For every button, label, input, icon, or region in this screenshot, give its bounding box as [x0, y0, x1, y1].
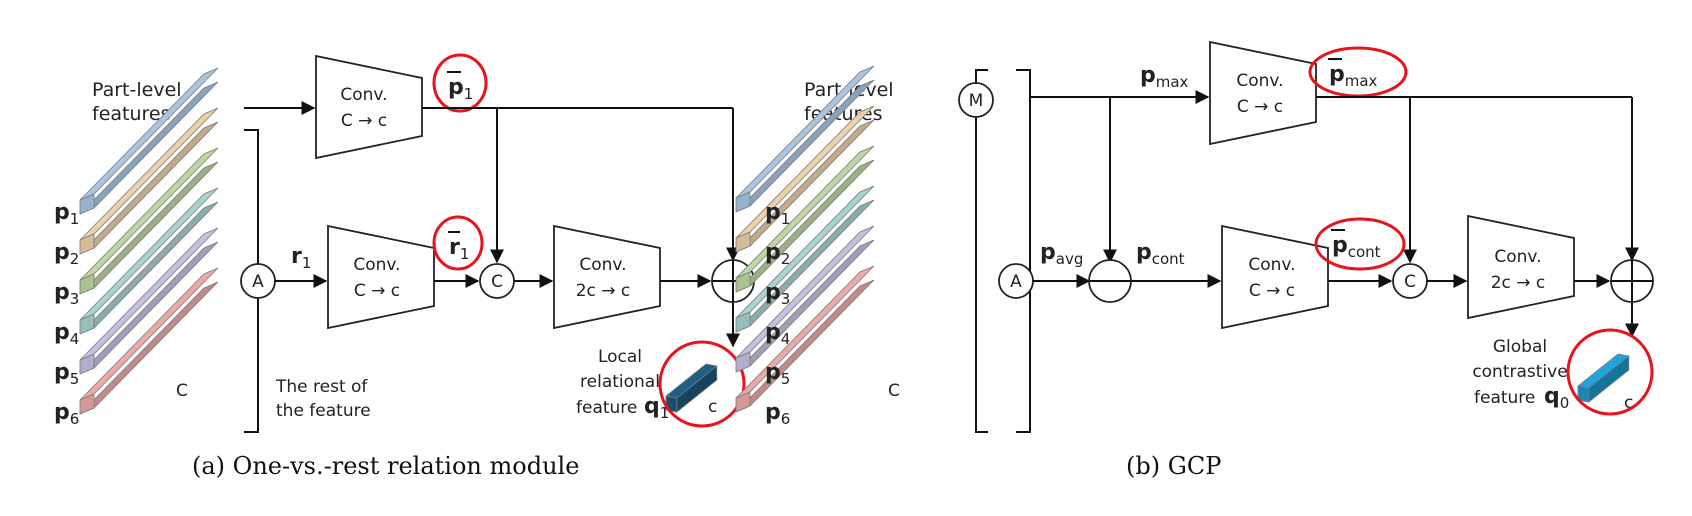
conv-top-b-line1: Conv.: [1236, 71, 1283, 91]
part-b-bar-4-end: [735, 311, 751, 333]
output-label-b-line2: contrastive: [1472, 362, 1567, 382]
conv-top-b-line2: C → c: [1237, 97, 1283, 117]
part-label-p2-a: p2: [54, 240, 79, 268]
max-bracket-b: [975, 69, 988, 433]
output-label-a-line3: feature: [576, 398, 637, 418]
output-label-a-line2: relational: [580, 372, 660, 392]
conv-block-mid-b: [1221, 224, 1329, 330]
p-avg-label-b: pavg: [1040, 240, 1083, 268]
conv-block-out-b: [1467, 214, 1575, 320]
part-feature-stack-a: [79, 67, 219, 415]
part-feature-stack-b: [735, 65, 875, 413]
caption-b: (b) GCP: [1126, 452, 1221, 480]
part-a-bar-3-end: [79, 273, 95, 295]
part-a-bar-6-end: [79, 393, 95, 415]
concat-node-b-label: C: [1404, 272, 1416, 292]
part-label-p6-a: p6: [54, 400, 79, 428]
conv-mid-b-line1: Conv.: [1248, 255, 1295, 275]
p-cont-bar-label-b: pcont: [1332, 233, 1381, 261]
part-label-p6-b: p6: [765, 400, 790, 428]
max-pool-node-b-label: M: [969, 91, 984, 111]
part-features-label-a-line2: features: [92, 103, 171, 125]
input-bracket-b: [1016, 69, 1031, 433]
highlight-p-cont-bar-b: [1314, 217, 1406, 271]
channel-label-a: C: [176, 381, 188, 401]
part-b-bar-3-end: [735, 271, 751, 293]
conv-top-a-line2: C → c: [341, 111, 387, 131]
part-label-p4-a: p4: [54, 320, 79, 348]
highlight-output-a: [658, 340, 746, 428]
concat-node-a-label: C: [491, 272, 503, 292]
part-a-bar-4-end: [79, 313, 95, 335]
output-label-b-line3: feature: [1474, 388, 1535, 408]
p-cont-label-b: pcont: [1136, 240, 1185, 268]
part-label-p1-b: p1: [765, 200, 790, 228]
highlight-p1-bar-a: [432, 53, 488, 113]
output-symbol-a: q1: [644, 394, 669, 422]
part-label-p4-b: p4: [765, 320, 790, 348]
part-b-bar-5-top: [735, 225, 875, 359]
conv-out-a-line1: Conv.: [579, 255, 626, 275]
panel-b: Part-level features C p1 p2 p3 p4 p5 p6 …: [735, 40, 1654, 480]
conv-block-top-a: [315, 54, 423, 160]
conv-block-top-b: [1209, 40, 1317, 146]
rest-label-a-line2: the feature: [276, 401, 371, 421]
part-a-bar-6-top: [79, 267, 219, 401]
conv-out-a-line2: 2c → c: [576, 281, 631, 301]
rest-label-a-line1: The rest of: [275, 377, 368, 397]
p-max-bar-label-b: pmax: [1329, 62, 1378, 90]
part-b-bar-1-end: [735, 191, 751, 213]
part-a-bar-2-bottom: [79, 121, 219, 255]
part-b-bar-2-end: [735, 231, 751, 253]
output-channel-b: c: [1624, 393, 1633, 413]
p1-bar-label-a: p1: [448, 75, 473, 103]
part-b-bar-6-top: [735, 265, 875, 399]
part-b-bar-6-end: [735, 391, 751, 413]
part-label-p3-a: p3: [54, 280, 79, 308]
part-a-bar-2-end: [79, 233, 95, 255]
channel-label-b: C: [888, 381, 900, 401]
r1-label-a: r1: [291, 244, 311, 272]
output-channel-a: c: [708, 397, 717, 417]
avg-pool-node-b-label: A: [1010, 272, 1022, 292]
conv-top-a-line1: Conv.: [340, 85, 387, 105]
part-features-label-a-line1: Part-level: [92, 79, 182, 101]
part-a-bar-5-end: [79, 353, 95, 375]
highlight-r1-bar-a: [432, 215, 484, 271]
p-max-label-b: pmax: [1140, 63, 1189, 91]
conv-mid-a-line1: Conv.: [353, 255, 400, 275]
part-a-bar-1-bottom: [79, 81, 219, 215]
avg-pool-node-a-label: A: [252, 272, 264, 292]
conv-block-mid-a: [327, 224, 435, 330]
output-label-a-line1: Local: [598, 347, 642, 367]
panel-a: Part-level features C p1 p2 p3 p4 p5 p6 …: [54, 53, 755, 480]
part-a-bar-5-top: [79, 227, 219, 361]
output-cube-b-front: [1577, 385, 1590, 403]
part-b-bar-5-end: [735, 351, 751, 373]
conv-block-out-a: [553, 224, 661, 330]
part-label-p2-b: p2: [765, 240, 790, 268]
part-label-p5-a: p5: [54, 360, 79, 388]
part-label-p5-b: p5: [765, 360, 790, 388]
output-symbol-b: q0: [1544, 384, 1569, 412]
conv-mid-a-line2: C → c: [354, 281, 400, 301]
conv-mid-b-line2: C → c: [1249, 281, 1295, 301]
part-label-p1-a: p1: [54, 200, 79, 228]
highlight-output-b: [1566, 328, 1654, 416]
caption-a: (a) One-vs.-rest relation module: [192, 452, 579, 480]
part-a-bar-1-end: [79, 193, 95, 215]
max-pool-node-b: [958, 82, 994, 118]
output-feature-cube-b: [1577, 353, 1630, 403]
output-label-b-line1: Global: [1493, 337, 1547, 357]
conv-out-b-line1: Conv.: [1494, 247, 1541, 267]
r1-bar-label-a: r1: [449, 235, 469, 263]
part-label-p3-b: p3: [765, 280, 790, 308]
part-b-bar-2-bottom: [735, 119, 875, 253]
conv-out-b-line2: 2c → c: [1491, 273, 1546, 293]
